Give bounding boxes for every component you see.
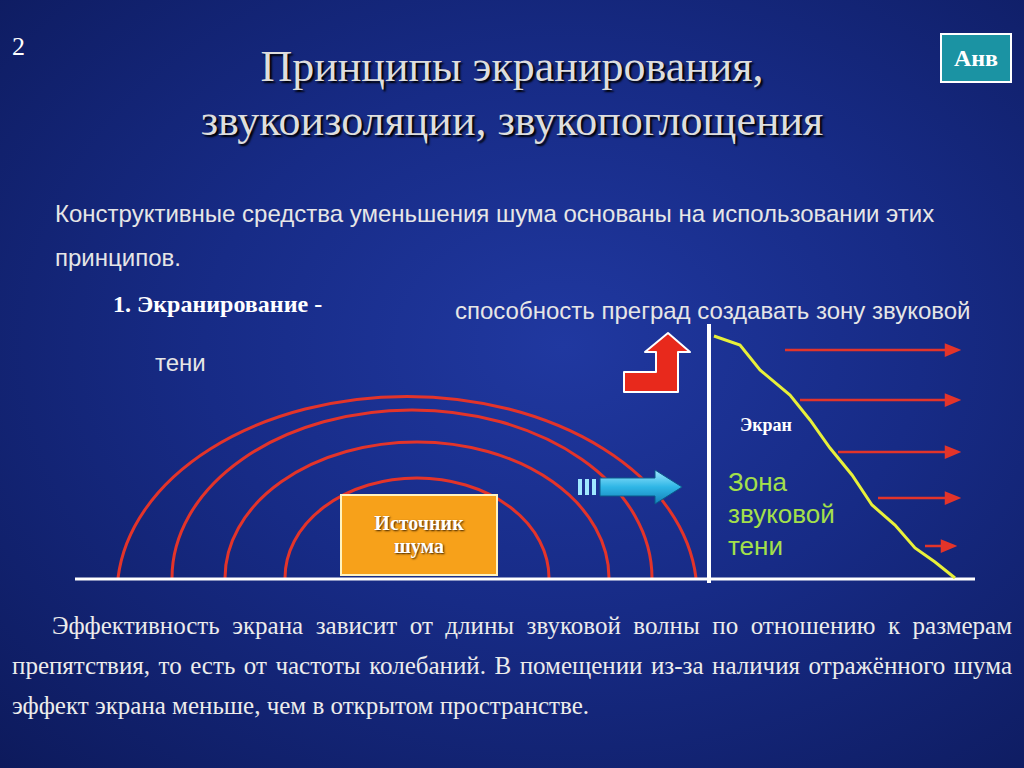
term-heading: 1. Экранирование - <box>113 288 443 320</box>
sound-waves <box>118 396 696 578</box>
ground-line <box>75 578 975 581</box>
shadow-zone-label: Зона звуковой тени <box>728 466 864 562</box>
noise-source-box: Источник шума <box>340 494 498 576</box>
author-badge: Анв <box>940 33 1012 83</box>
intro-text: Конструктивные средства уменьшения шума … <box>55 192 955 280</box>
direction-arrow <box>578 470 682 504</box>
effectiveness-note: Эффективность экрана зависит от длины зв… <box>12 606 1012 726</box>
screen-wall <box>707 324 711 583</box>
slide-number: 2 <box>12 30 42 63</box>
slide-title: Принципы экранирования, звукоизоляции, з… <box>82 40 942 148</box>
reflection-icon <box>624 333 690 392</box>
definition-text: способность преград создавать зону звуко… <box>155 285 985 389</box>
node-text: Источник шума <box>353 512 485 558</box>
node-text: Анв <box>954 44 998 72</box>
screen-label: Экран <box>740 414 830 437</box>
shadow-boundary <box>714 336 955 578</box>
